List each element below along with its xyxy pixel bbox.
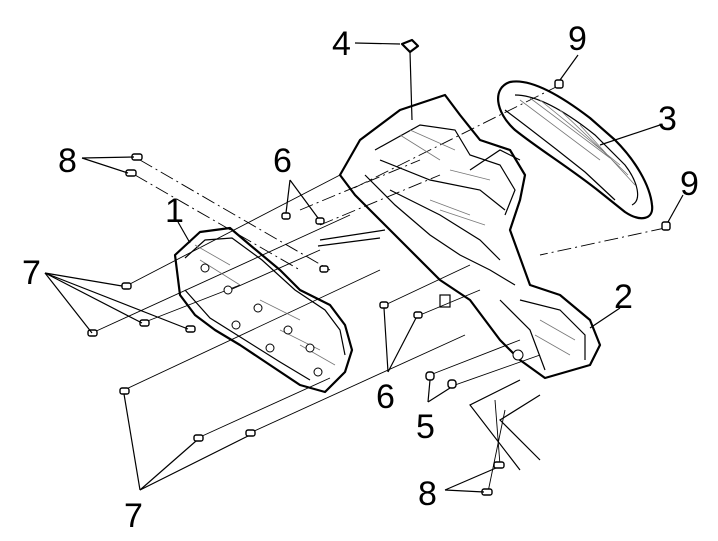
screw-7-d <box>185 325 196 333</box>
callout-7-lower: 7 <box>124 497 143 535</box>
screw-6-d <box>379 301 389 309</box>
grommet-5-b <box>447 379 457 389</box>
screw-7-g <box>245 429 256 437</box>
callout-4: 4 <box>332 25 351 63</box>
screw-6-c <box>319 265 329 273</box>
callout-8-upper: 8 <box>58 142 77 180</box>
callout-5: 5 <box>416 408 435 446</box>
screw-7-f <box>193 434 204 442</box>
screw-9-right <box>661 221 671 231</box>
screw-8-upper-b <box>125 169 137 177</box>
callout-8-lower: 8 <box>418 475 437 513</box>
fasteners <box>87 79 671 496</box>
screw-6-b <box>315 217 325 225</box>
screw-8-lower-a <box>493 461 505 469</box>
callout-6-upper: 6 <box>273 142 292 180</box>
callout-1: 1 <box>165 192 184 230</box>
headlight-lens <box>496 80 654 220</box>
callout-labels: 1 2 3 4 5 6 6 7 7 8 8 9 9 <box>22 20 699 535</box>
callout-7-upper: 7 <box>22 254 41 292</box>
screw-7-c <box>139 319 150 327</box>
assembly-lines <box>134 84 666 271</box>
grommet-5-a <box>425 371 435 381</box>
screw-6-a <box>281 212 291 220</box>
front-cowl <box>317 93 602 380</box>
instrument-cluster-housing <box>173 226 354 394</box>
clip-part-4 <box>400 38 420 121</box>
screw-7-a <box>121 282 132 290</box>
callout-6-lower: 6 <box>376 378 395 416</box>
screw-7-e <box>119 387 130 395</box>
callout-9-upper: 9 <box>568 20 587 58</box>
callout-2: 2 <box>614 278 633 316</box>
screw-7-b <box>87 329 98 337</box>
fastener-axis-lines <box>91 174 541 493</box>
callout-3: 3 <box>658 100 677 138</box>
leader-lines <box>44 42 684 493</box>
callout-9-right: 9 <box>680 165 699 203</box>
screw-6-e <box>413 311 423 319</box>
screw-9-upper <box>554 79 564 89</box>
